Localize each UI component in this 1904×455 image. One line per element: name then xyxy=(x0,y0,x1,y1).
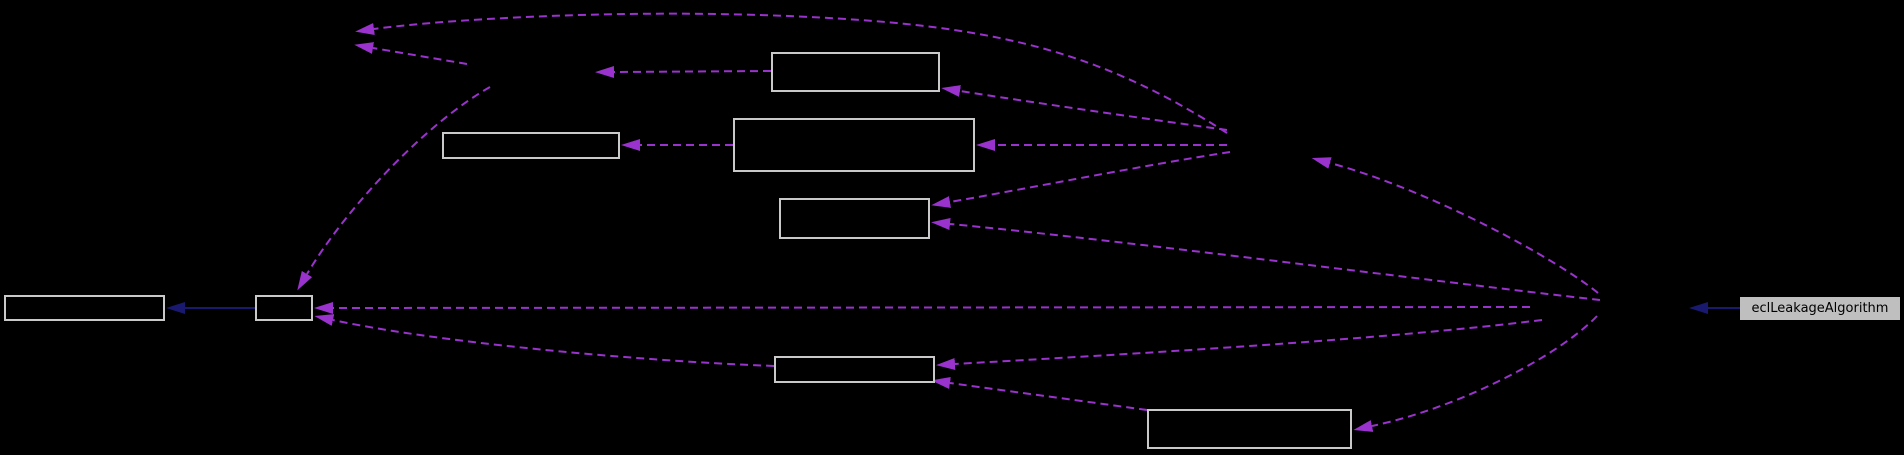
edge-box-bottom-to-hub xyxy=(314,314,775,367)
edge-hidden-center-to-box-bottomright xyxy=(1353,315,1598,432)
node-bottom-right[interactable] xyxy=(1147,409,1352,449)
node-label: eclLeakageAlgorithm xyxy=(1751,301,1889,316)
edge-box-bottomright-to-box-bottom xyxy=(931,377,1148,411)
edge-hidden-mid-to-box-small xyxy=(931,151,1231,208)
node-ecl-leakage-algorithm[interactable]: eclLeakageAlgorithm xyxy=(1740,297,1900,320)
node-small[interactable] xyxy=(779,198,930,239)
edge-box-top-to-hidden-x xyxy=(595,66,772,78)
node-bottom[interactable] xyxy=(774,356,935,383)
node-hub[interactable] xyxy=(255,295,313,321)
edge-hidden-center-to-box-small xyxy=(931,218,1601,301)
edge-hidden-x-to-hidden-topleft xyxy=(354,42,468,65)
node-large[interactable] xyxy=(733,118,975,172)
edge-hidden-x-to-hub xyxy=(297,86,491,291)
edge-hidden-center-to-hub xyxy=(314,302,1531,314)
edge-hidden-center-to-box-bottom xyxy=(936,319,1543,370)
node-far-left[interactable] xyxy=(4,295,165,321)
edge-hidden-mid-to-box-top xyxy=(941,85,1228,131)
edge-hidden-mid-to-hidden-topleft xyxy=(355,12,1228,134)
node-top[interactable] xyxy=(771,52,940,92)
edge-hidden-center-to-hidden-mid xyxy=(1311,157,1599,294)
node-mid-left[interactable] xyxy=(442,132,620,159)
